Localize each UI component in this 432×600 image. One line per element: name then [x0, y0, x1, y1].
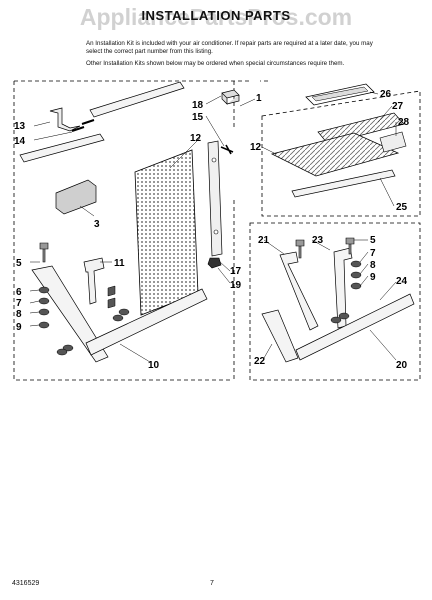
callout-17: 17: [230, 266, 242, 277]
callout-19: 19: [230, 280, 242, 291]
part-25-rail: [291, 169, 396, 198]
callout-9-kit-b: 9: [370, 272, 376, 283]
main-kit-boundary: [13, 80, 268, 381]
callout-12: 12: [190, 133, 202, 144]
part-10-rail: [85, 288, 208, 356]
part-12-kit-a: [270, 132, 400, 177]
callout-1: 1: [256, 93, 262, 104]
intro-paragraph-1: An Installation Kit is included with you…: [86, 40, 373, 55]
part-17-channel: [207, 140, 223, 257]
kit-a-boundary: [261, 90, 421, 217]
part-3-foam: [55, 179, 97, 215]
part-19-nut: [207, 257, 222, 269]
part-15-screw: [220, 144, 234, 155]
callout-3: 3: [94, 219, 100, 230]
callout-8: 8: [16, 309, 22, 320]
intro-paragraph-2: Other Installation Kits shown below may …: [86, 60, 345, 67]
part-5-bolt: [39, 242, 49, 263]
part-27-panel: [317, 112, 405, 145]
callout-5-kit-b: 5: [370, 235, 376, 246]
part-17-hole: [211, 157, 217, 163]
part-24-rail: [295, 293, 415, 361]
callout-23: 23: [312, 235, 324, 246]
part-28-strip: [379, 131, 407, 153]
callout-7: 7: [16, 298, 22, 309]
part-14-screws: [71, 119, 95, 132]
part-18-block: [221, 89, 240, 105]
hardware-6-9: [38, 286, 130, 356]
callout-14: 14: [14, 136, 26, 147]
callout-7-kit-b: 7: [370, 248, 376, 259]
callout-26: 26: [380, 89, 392, 100]
callout-5: 5: [16, 258, 22, 269]
callout-20: 20: [396, 360, 408, 371]
callout-12-kit-a: 12: [250, 142, 262, 153]
rail-left: [19, 133, 105, 163]
callout-11: 11: [114, 258, 125, 269]
document-number: 4316529: [12, 580, 40, 587]
part-11-bracket: [83, 257, 105, 305]
kit-b-bolt: [295, 239, 305, 259]
hardware-7-9-b: [280, 260, 362, 354]
part-21-bracket: [279, 251, 319, 331]
callout-21: 21: [258, 235, 270, 246]
part-22-arm: [261, 309, 299, 363]
callout-28: 28: [398, 117, 410, 128]
part-26-inner: [311, 86, 369, 102]
part-2-rail: [89, 81, 185, 118]
callout-9: 9: [16, 322, 22, 333]
callout-13: 13: [14, 121, 26, 132]
callout-18: 18: [192, 100, 204, 111]
callout-10: 10: [148, 360, 160, 371]
callout-22: 22: [254, 356, 266, 367]
callout-24: 24: [396, 276, 408, 287]
left-arm: [31, 265, 109, 363]
page-title: INSTALLATION PARTS: [141, 8, 291, 23]
part-12-panel: [134, 149, 199, 316]
part-13-bracket: [49, 107, 81, 132]
callout-25: 25: [396, 202, 408, 213]
part-5-bolt-b: [345, 237, 355, 255]
part-17-hole: [213, 229, 219, 235]
callout-6: 6: [16, 287, 22, 298]
callout-15: 15: [192, 112, 204, 123]
part-11-hardware: [107, 285, 116, 309]
callout-8-kit-b: 8: [370, 260, 376, 271]
leader-lines: [29, 91, 397, 363]
page-number: 7: [210, 580, 214, 587]
kit-b-boundary: [249, 222, 421, 381]
callout-27: 27: [392, 101, 404, 112]
